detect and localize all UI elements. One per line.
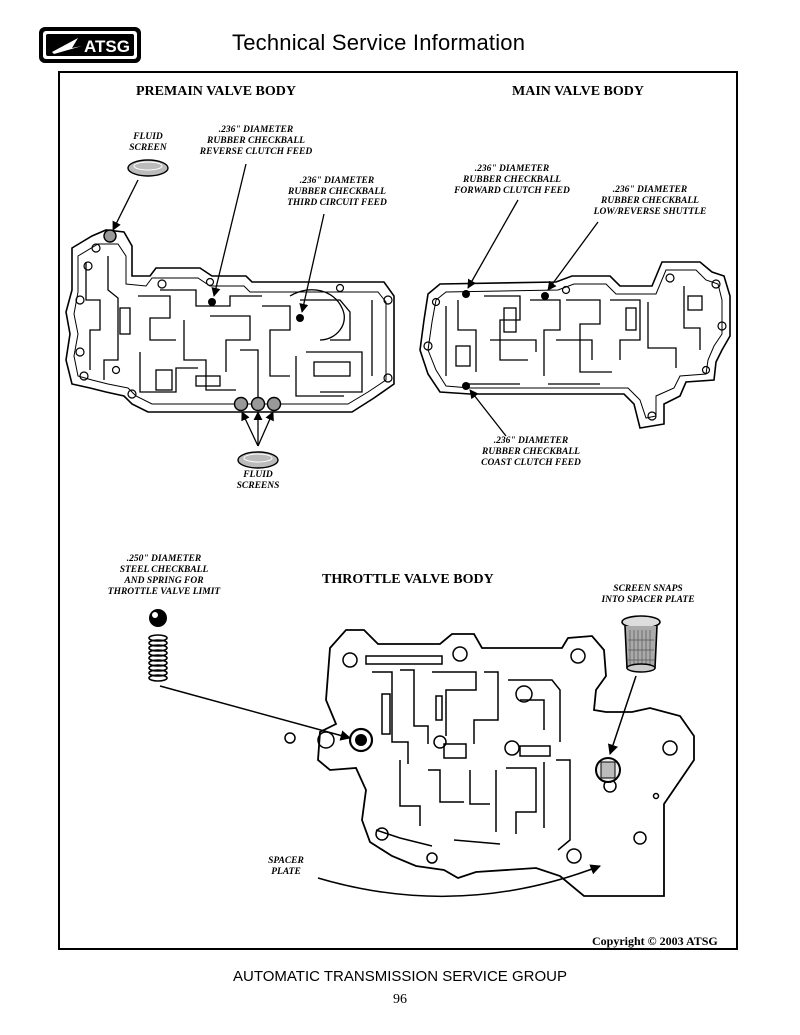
- page-number: 96: [393, 992, 407, 1007]
- footer: AUTOMATIC TRANSMISSION SERVICE GROUP: [233, 968, 567, 985]
- coast-clutch-checkball: [462, 382, 470, 390]
- main-valve-body: [419, 261, 731, 429]
- throttle-leader-lines: [159, 675, 637, 898]
- steel-checkball-and-spring: [148, 609, 168, 682]
- forward-clutch-checkball: [462, 290, 470, 298]
- forward-clutch-label: .236" DIAMETER RUBBER CHECKBALL FORWARD …: [454, 164, 570, 196]
- screen-snaps-label: SCREEN SNAPS INTO SPACER PLATE: [601, 584, 695, 605]
- fluid-screen-label: FLUID SCREEN: [129, 132, 167, 153]
- copyright: Copyright © 2003 ATSG: [592, 934, 718, 948]
- fluid-screen-3: [266, 396, 282, 412]
- page-title: Technical Service Information: [232, 30, 526, 55]
- fluid-screen-1: [233, 396, 249, 412]
- premain-heading: PREMAIN VALVE BODY: [136, 84, 296, 99]
- throttle-valve-body: [284, 629, 695, 897]
- low-reverse-label: .236" DIAMETER RUBBER CHECKBALL LOW/REVE…: [593, 185, 707, 217]
- logo-text: ATSG: [84, 37, 130, 56]
- reverse-clutch-checkball: [208, 298, 216, 306]
- coast-clutch-label: .236" DIAMETER RUBBER CHECKBALL COAST CL…: [481, 436, 581, 468]
- screen-filter: [621, 615, 661, 673]
- throttle-steel-checkball: [355, 734, 367, 746]
- low-reverse-checkball: [541, 292, 549, 300]
- spacer-plate-label: SPACER PLATE: [268, 856, 304, 877]
- premain-checkballs: [103, 229, 304, 412]
- content-frame: [58, 71, 738, 950]
- fluid-screens-label: FLUID SCREENS: [236, 470, 280, 491]
- main-leader-lines: [467, 199, 599, 437]
- third-circuit-label: .236" DIAMETER RUBBER CHECKBALL THIRD CI…: [287, 176, 387, 208]
- main-checkballs: [462, 290, 549, 390]
- third-circuit-checkball: [296, 314, 304, 322]
- premain-valve-body: [65, 229, 395, 413]
- main-heading: MAIN VALVE BODY: [512, 84, 644, 99]
- throttle-heading: THROTTLE VALVE BODY: [322, 572, 494, 587]
- premain-leader-lines: [112, 163, 325, 447]
- reverse-clutch-label: .236" DIAMETER RUBBER CHECKBALL REVERSE …: [199, 125, 313, 157]
- fluid-screen-disc-top: [127, 159, 169, 177]
- fluid-screen-disc-bottom: [237, 451, 279, 469]
- fluid-screen-2: [250, 396, 266, 412]
- atsg-logo: ATSG: [39, 27, 141, 63]
- steel-checkball-label: .250" DIAMETER STEEL CHECKBALL AND SPRIN…: [107, 554, 221, 597]
- premain-fluid-screen: [103, 229, 117, 243]
